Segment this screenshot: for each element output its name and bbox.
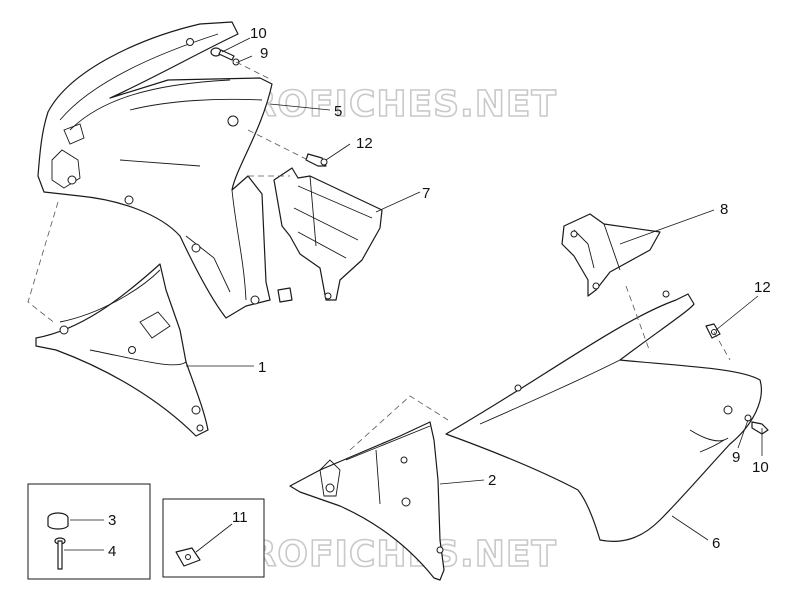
callout-3: 3: [108, 512, 116, 529]
callout-9-right: 9: [732, 449, 740, 466]
accessory-box-left: [27, 483, 151, 580]
dash-line-2: [349, 395, 449, 451]
callout-8: 8: [720, 201, 728, 218]
dash-line-12: [247, 129, 309, 161]
part-lower-side-panel: [289, 421, 445, 581]
part-inner-bracket: [273, 167, 383, 301]
callout-6: 6: [712, 535, 720, 552]
leader-9-right: [737, 419, 749, 449]
part-front-lower-panel: [35, 263, 209, 437]
screw-10-top: [210, 47, 235, 61]
part-side-fairing: [445, 290, 762, 542]
dash-line-12-right: [713, 331, 731, 361]
bolt-4: [54, 537, 66, 570]
leader-6: [671, 515, 709, 541]
part-front-fairing-upper: [37, 21, 273, 319]
callout-10-right: 10: [752, 459, 769, 476]
leader-11: [195, 523, 233, 553]
part-rear-bracket: [561, 213, 661, 297]
callout-10-top: 10: [250, 25, 267, 42]
callout-12-top: 12: [356, 135, 373, 152]
callout-2: 2: [488, 472, 496, 489]
leader-12-right: [715, 295, 759, 331]
dash-line-1: [27, 201, 59, 325]
leader-5: [269, 103, 331, 111]
leader-10-top: [221, 37, 251, 53]
leader-12-top: [325, 143, 351, 161]
dash-line-5: [235, 61, 273, 81]
callout-7: 7: [422, 185, 430, 202]
screw-10-right: [751, 421, 769, 435]
callout-11: 11: [232, 509, 248, 526]
callout-1: 1: [258, 359, 266, 376]
leader-2: [439, 479, 485, 485]
leader-8: [619, 209, 715, 245]
leader-9-top: [237, 55, 253, 63]
callout-12-right: 12: [754, 279, 771, 296]
dash-line-8: [625, 285, 651, 353]
callout-4: 4: [108, 543, 116, 560]
part-small-clip: [277, 287, 293, 303]
callout-9-top: 9: [260, 45, 268, 62]
leader-7: [375, 191, 421, 213]
screw-12-top: [305, 153, 328, 167]
screw-12-right: [705, 323, 721, 339]
clip-11: [175, 547, 201, 567]
callout-5: 5: [334, 103, 342, 120]
grommet-3: [47, 512, 69, 530]
